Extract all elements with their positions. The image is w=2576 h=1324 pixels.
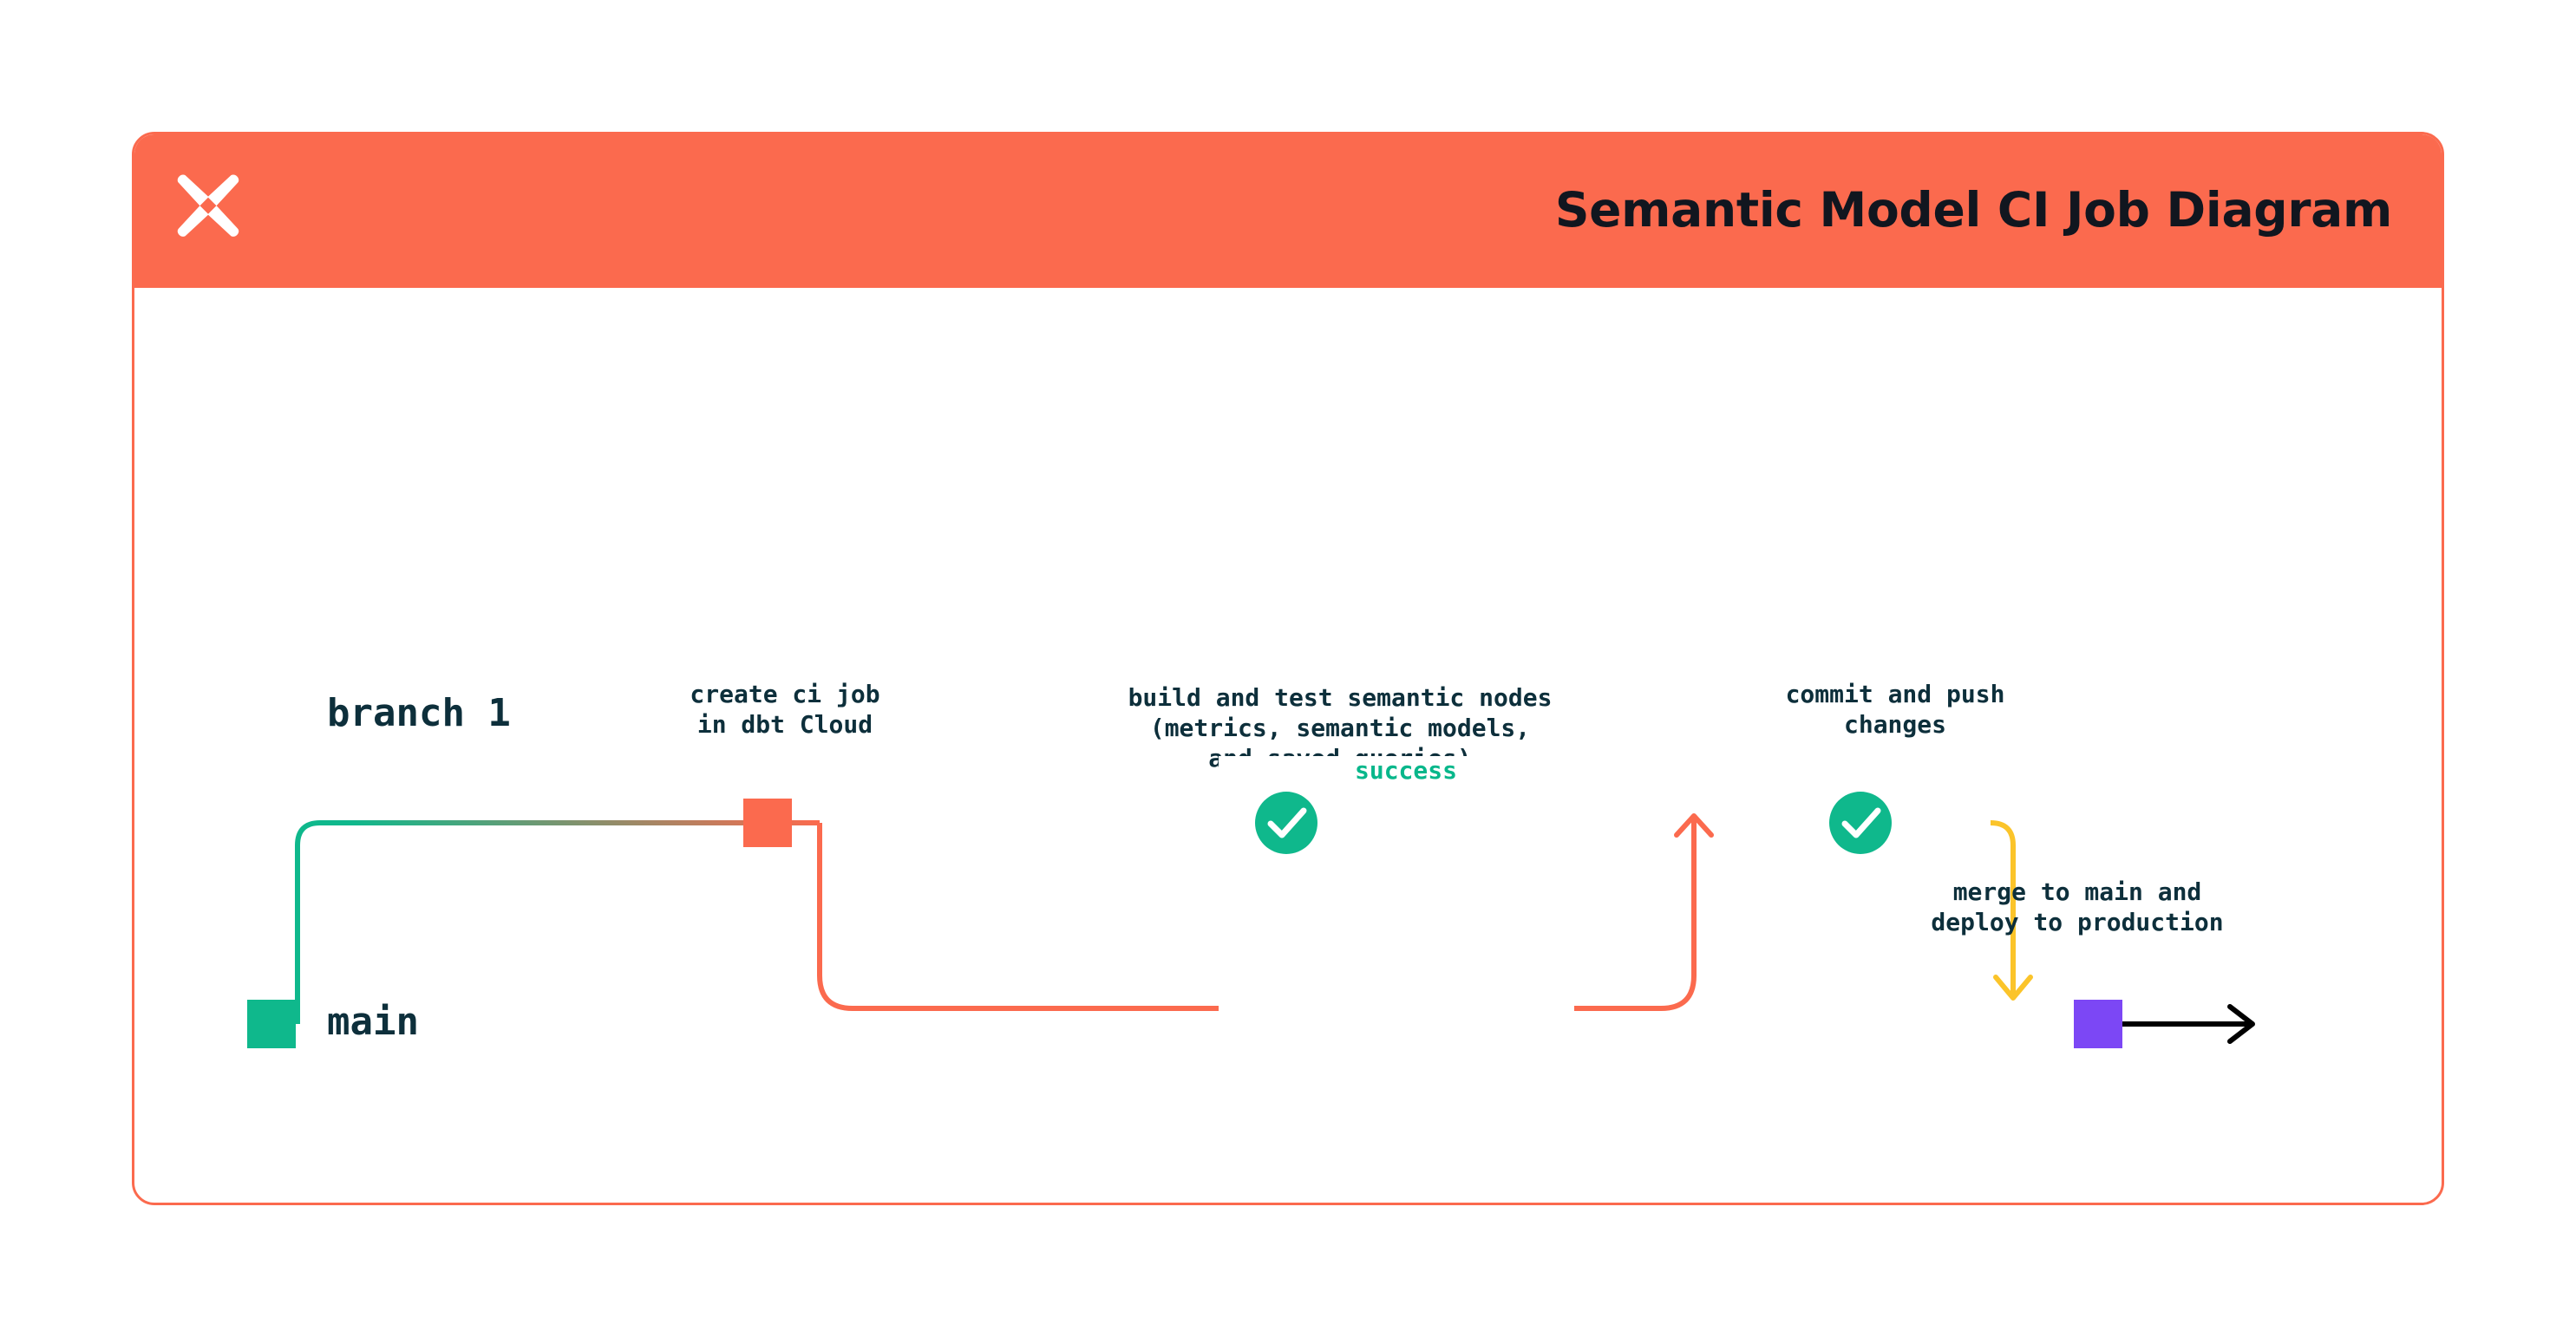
node-main-start[interactable] (247, 1000, 296, 1048)
lane-label-main: main (327, 1000, 419, 1044)
page-title: Semantic Model CI Job Diagram (1554, 182, 2392, 238)
arrow-right-icon (2227, 1004, 2255, 1044)
dbt-x-logo-icon (167, 168, 250, 251)
arrow-up-icon (1674, 813, 1714, 838)
edge-success-loop-left (817, 823, 1219, 1011)
edge-success-loop-right (1574, 845, 1697, 1011)
node-label-commit-and-push: commit and push changes (1785, 680, 2005, 739)
node-label-create-ci-job: create ci job in dbt Cloud (690, 680, 880, 739)
check-icon (1267, 807, 1307, 838)
diagram-svg (247, 792, 2255, 1048)
check-icon (1841, 807, 1881, 838)
node-label-build-and-test: build and test semantic nodes (metrics, … (1128, 683, 1553, 773)
diagram-card: Semantic Model CI Job Diagram (132, 132, 2444, 1205)
node-commit-and-push[interactable] (1829, 792, 1892, 854)
node-build-and-test[interactable] (1255, 792, 1317, 854)
diagram-canvas: branch 1 main create ci job in dbt Cloud… (134, 290, 2442, 1203)
edge-branch-out (295, 820, 820, 1024)
arrow-down-icon (1993, 975, 2033, 1001)
lane-label-branch-1: branch 1 (327, 691, 511, 735)
node-label-merge-to-main: merge to main and deploy to production (1931, 877, 2224, 936)
edge-merge-down (1990, 820, 2016, 995)
card-header: Semantic Model CI Job Diagram (134, 134, 2442, 288)
node-create-ci-job[interactable] (743, 799, 792, 847)
node-merge-to-main[interactable] (2074, 1000, 2122, 1048)
edge-label-success: success (1219, 756, 1593, 785)
